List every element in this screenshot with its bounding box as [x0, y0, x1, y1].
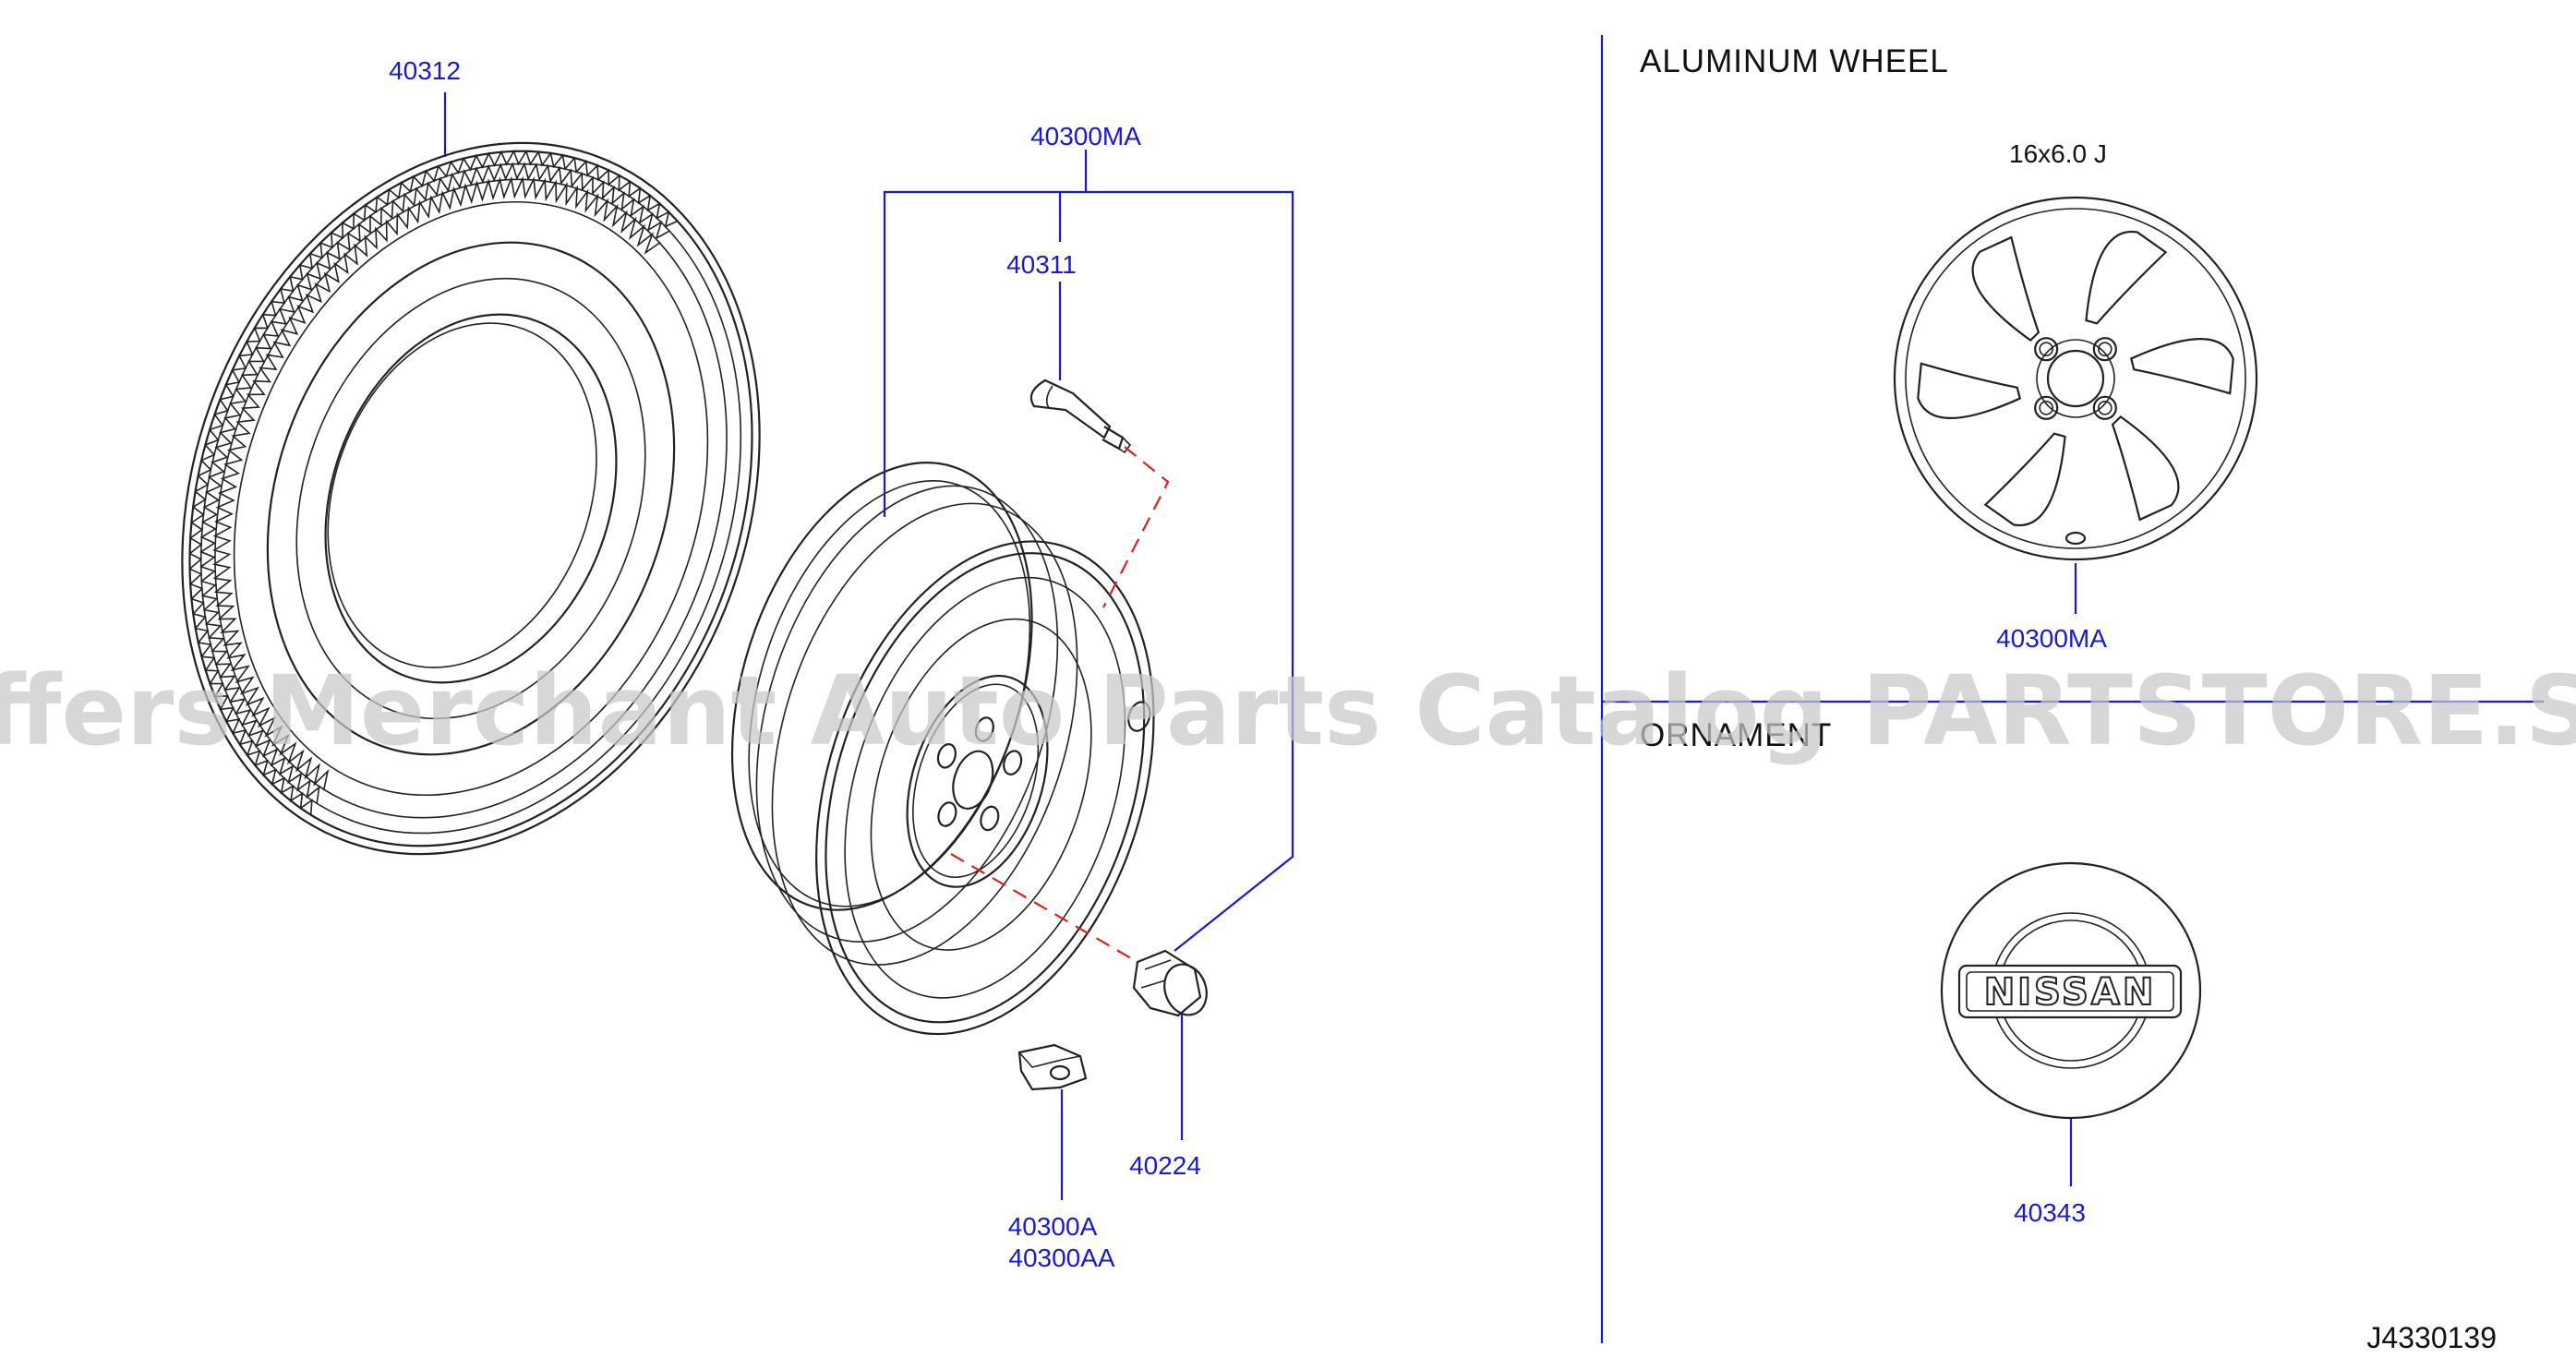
wheel-spoke-window — [2129, 337, 2234, 395]
wheel-spoke-window — [1983, 432, 2066, 527]
wheel-spoke-window — [1917, 362, 2022, 420]
valve-stem-drawing[interactable] — [1029, 379, 1132, 454]
wheel-size-spec: 16x6.0 J — [2009, 139, 2107, 168]
wheel-lug-hole — [2092, 395, 2117, 420]
wheel-lug-hole — [2034, 395, 2059, 420]
wheel-spoke-window — [1971, 235, 2040, 342]
wheel-spoke-window — [2111, 415, 2180, 522]
wheel-lug-hole-inner — [2039, 342, 2053, 356]
wheel-lug-hole-inner — [2039, 401, 2053, 415]
tire-drawing[interactable] — [86, 61, 856, 936]
part-label-alloy-wheel[interactable]: 40300MA — [1996, 624, 2107, 653]
part-label-weight-a[interactable]: 40300A — [1008, 1212, 1098, 1241]
ornament-heading: ORNAMENT — [1640, 717, 1832, 753]
part-label-valve[interactable]: 40311 — [1006, 250, 1077, 279]
assembly-guides — [950, 446, 1170, 963]
wheel-lug-hole-inner — [2098, 401, 2113, 415]
watermark-text: Offers Merchant Auto Parts Catalog PARTS… — [0, 655, 2576, 767]
leader-lines — [443, 92, 2077, 1200]
lug-nut-drawing[interactable] — [1132, 949, 1213, 1021]
wheel-lug-hole — [2034, 337, 2059, 362]
aluminum-wheel-heading: ALUMINUM WHEEL — [1640, 43, 1949, 79]
ornament-emblem[interactable]: NISSAN — [1940, 861, 2202, 1120]
part-label-ornament[interactable]: 40343 — [2014, 1198, 2086, 1227]
part-label-nut[interactable]: 40224 — [1129, 1151, 1201, 1180]
part-label-wheel-assy[interactable]: 40300MA — [1030, 122, 1141, 150]
wheel-lug-hole — [2092, 337, 2117, 362]
part-label-tire[interactable]: 40312 — [389, 56, 461, 85]
diagram-code: J4330139 — [2366, 1321, 2497, 1354]
section-dividers — [1600, 35, 2544, 1343]
alloy-wheel-drawing[interactable] — [1893, 196, 2258, 561]
part-label-weight-aa[interactable]: 40300AA — [1008, 1244, 1115, 1272]
wheel-spoke-window — [2085, 230, 2168, 325]
wheel-lug-hole-inner — [2098, 342, 2113, 356]
steel-wheel-drawing[interactable] — [652, 424, 1225, 1077]
balance-weight-drawing[interactable] — [1017, 1043, 1088, 1091]
brand-name: NISSAN — [1984, 971, 2157, 1014]
